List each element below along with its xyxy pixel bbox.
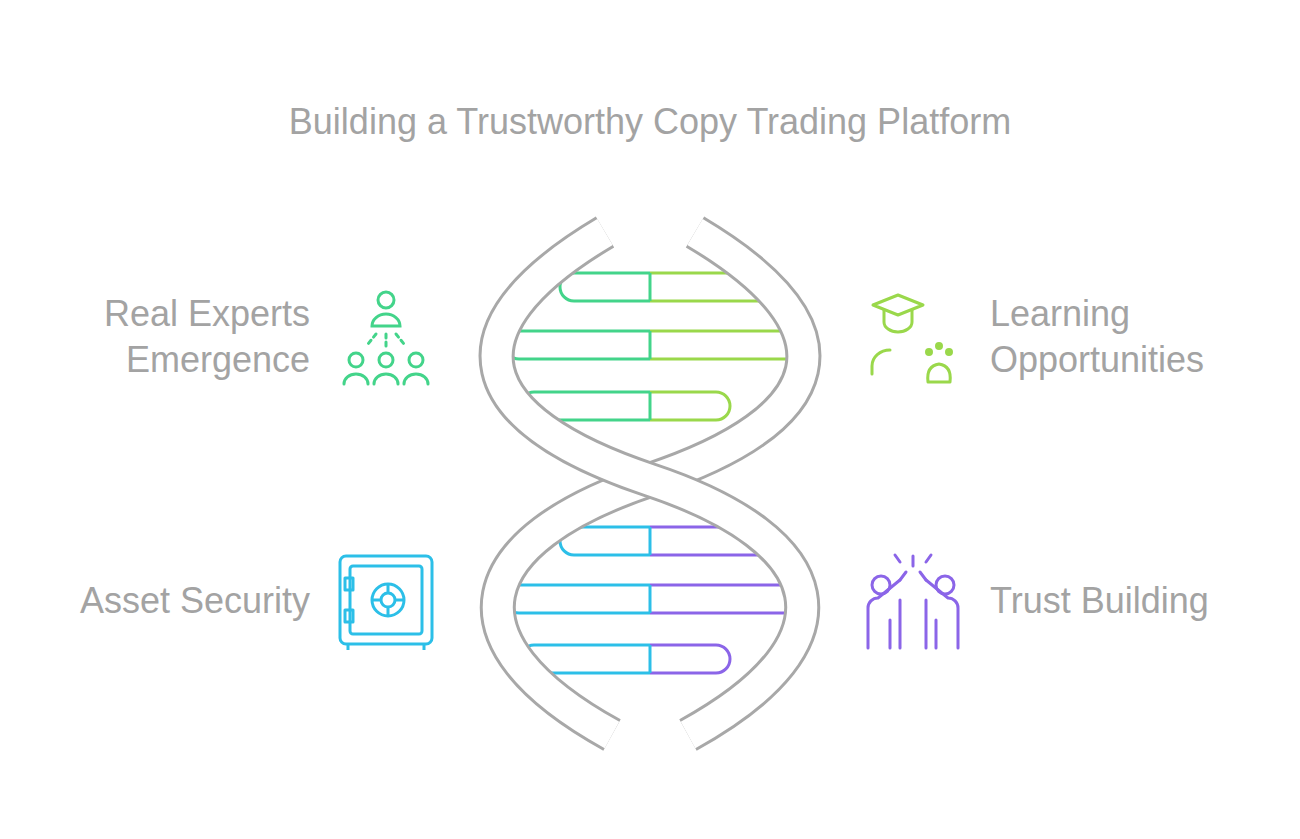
side-label: Asset Security xyxy=(20,578,310,624)
high-five-icon xyxy=(868,555,958,648)
side-label: Real Experts Emergence xyxy=(60,291,310,383)
learning-icon xyxy=(872,295,952,382)
side-label: Trust Building xyxy=(990,578,1280,624)
experts-icon xyxy=(344,292,428,384)
diagram-title: Building a Trustworthy Copy Trading Plat… xyxy=(0,99,1300,145)
side-label: Learning Opportunities xyxy=(990,291,1252,383)
helix-strands xyxy=(497,232,804,735)
safe-icon xyxy=(340,556,432,650)
